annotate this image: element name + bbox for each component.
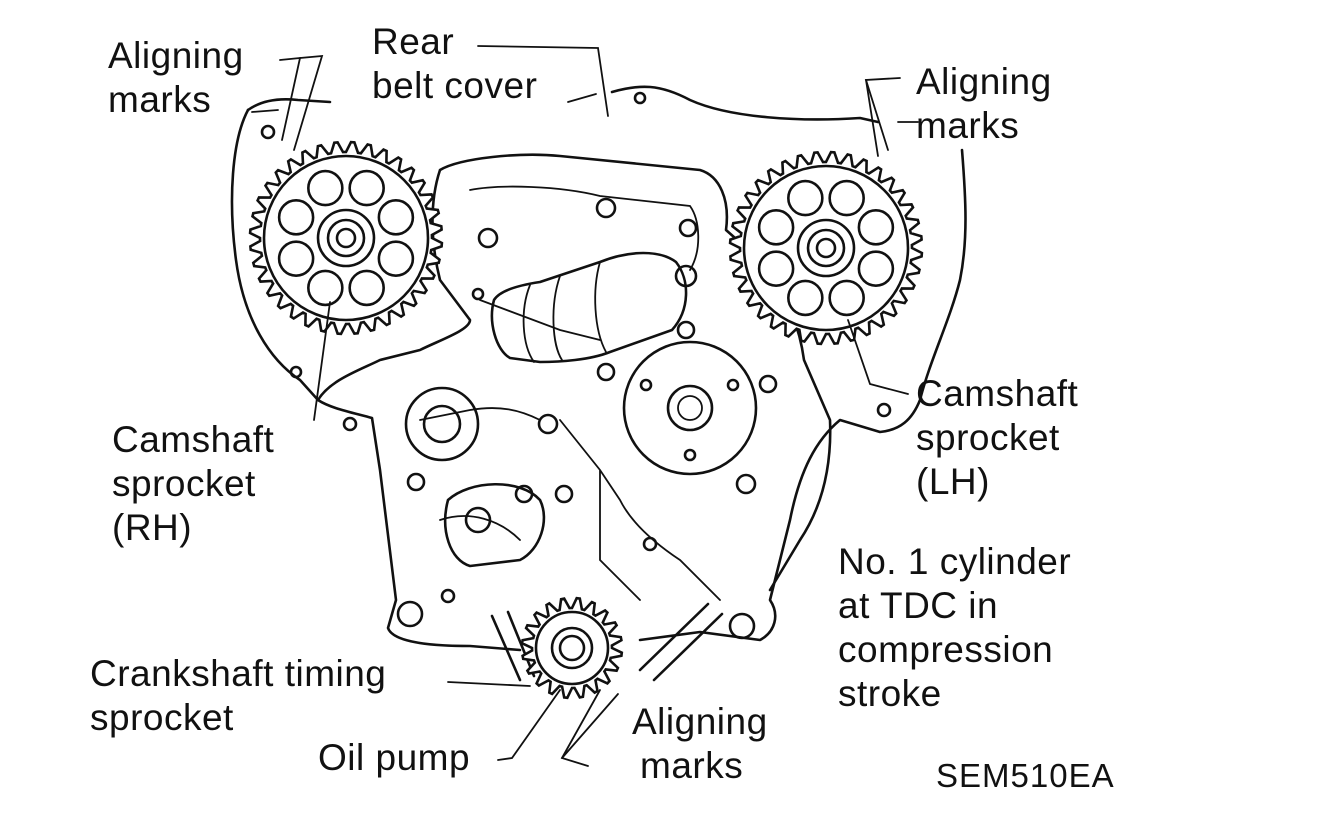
label-line: marks	[916, 105, 1020, 146]
rear-belt-cover-outline	[230, 108, 967, 652]
label-line: sprocket	[916, 417, 1060, 458]
label-line: compression	[838, 629, 1054, 670]
camshaft-sprocket-rh-lightening-hole	[348, 169, 385, 207]
camshaft-sprocket-lh-lightening-hole	[857, 250, 895, 287]
camshaft-sprocket-lh-hub	[796, 218, 856, 278]
crankshaft-sprocket-hub	[534, 610, 610, 686]
belt-line-right	[638, 602, 724, 682]
leader-lines	[251, 45, 919, 767]
camshaft-sprocket-lh-lightening-hole	[857, 209, 895, 246]
label-line: No. 1 cylinder	[838, 541, 1072, 582]
cover-top-edge	[246, 85, 880, 124]
camshaft-sprocket-rh-lightening-hole	[277, 240, 315, 277]
water-pump-housing	[622, 340, 758, 476]
label-camshaft-sprocket-lh: Camshaft sprocket (LH)	[916, 372, 1078, 504]
figure-code: SEM510EA	[936, 757, 1115, 794]
camshaft-sprocket-rh-lightening-hole	[307, 169, 344, 207]
label-line: (LH)	[916, 461, 990, 502]
camshaft-sprocket-lh-hub	[806, 228, 846, 268]
idler-pulley	[404, 386, 480, 462]
label-line: Camshaft	[112, 419, 275, 460]
block-inner-lines	[419, 185, 721, 601]
label-line: marks	[108, 79, 212, 120]
label-line: Aligning	[108, 35, 244, 76]
camshaft-sprocket-rh-lightening-hole	[277, 199, 315, 236]
label-aligning-marks-top-left: Aligning marks	[108, 34, 244, 122]
camshaft-sprocket-rh-hub	[326, 218, 366, 258]
label-line: Aligning	[632, 701, 768, 742]
camshaft-sprocket-rh-rim	[262, 154, 430, 322]
camshaft-sprocket-rh-hub	[316, 208, 376, 268]
label-camshaft-sprocket-rh: Camshaft sprocket (RH)	[112, 418, 274, 550]
label-line: Crankshaft timing	[90, 653, 387, 694]
camshaft-sprocket-lh-lightening-hole	[757, 250, 795, 287]
label-line: stroke	[838, 673, 942, 714]
camshaft-sprocket-rh-lightening-hole	[348, 269, 385, 307]
camshaft-sprocket-lh-rim	[742, 164, 910, 332]
label-tdc-note: No. 1 cylinder at TDC in compression str…	[838, 540, 1071, 716]
label-line: at TDC in	[838, 585, 999, 626]
oil-pump-body	[443, 483, 546, 568]
crankshaft-sprocket-hub	[558, 634, 586, 662]
camshaft-sprocket-rh-lightening-hole	[377, 199, 415, 236]
label-line: belt cover	[372, 65, 538, 106]
camshaft-sprocket-rh-lightening-hole	[307, 269, 344, 307]
camshaft-sprocket-lh-lightening-hole	[787, 179, 824, 217]
camshaft-sprocket-lh-hub	[815, 237, 837, 259]
camshaft-body	[490, 251, 688, 364]
camshaft-sprocket-lh-lightening-hole	[757, 209, 795, 246]
camshaft-sprocket-rh-hub	[335, 227, 357, 249]
label-crankshaft-timing-sprocket: Crankshaft timing sprocket	[90, 652, 386, 740]
camshaft-sprocket-lh-lightening-hole	[828, 179, 865, 217]
label-line: (RH)	[112, 507, 193, 548]
label-line: marks	[640, 745, 744, 786]
label-rear-belt-cover: Rear belt cover	[372, 20, 537, 108]
camshaft-sprocket-lh-lightening-hole	[787, 279, 824, 317]
label-line: Aligning	[916, 61, 1052, 102]
label-line: sprocket	[112, 463, 256, 504]
label-aligning-marks-bottom: Aligning marks	[632, 700, 768, 788]
label-line: Camshaft	[916, 373, 1079, 414]
label-line: sprocket	[90, 697, 234, 738]
camshaft-sprocket-lh-lightening-hole	[828, 279, 865, 317]
label-line: Rear	[372, 21, 455, 62]
camshaft-sprocket-rh-lightening-hole	[377, 240, 415, 277]
label-aligning-marks-top-right: Aligning marks	[916, 60, 1052, 148]
bolt-holes	[260, 91, 892, 640]
crankshaft-sprocket-hub	[550, 626, 594, 670]
label-oil-pump: Oil pump	[318, 737, 471, 778]
